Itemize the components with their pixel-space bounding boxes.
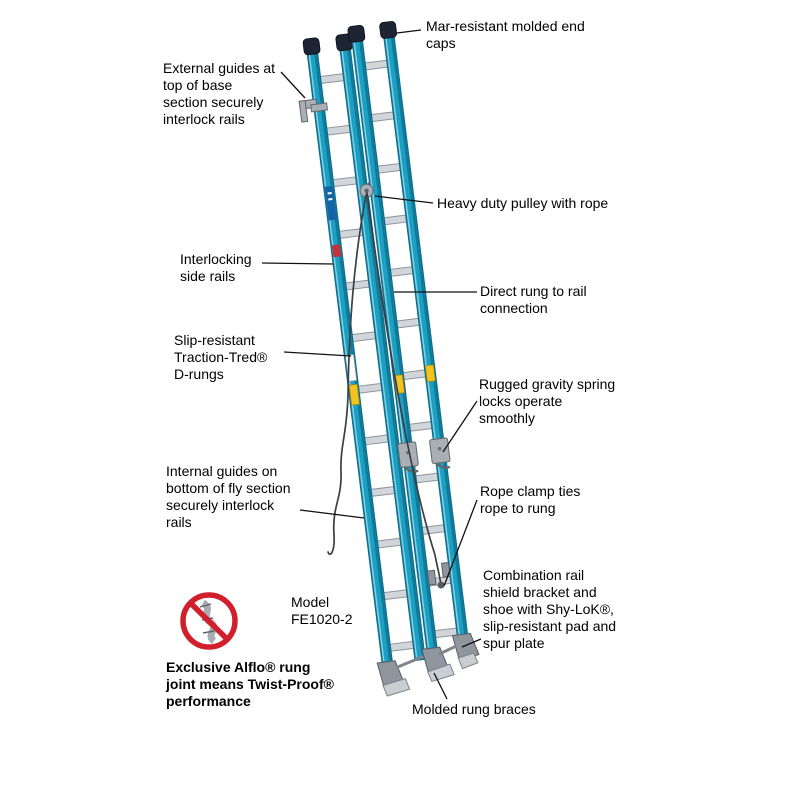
callout-internal-guides: Internal guides on bottom of fly section… bbox=[166, 463, 291, 531]
rope-loose-end bbox=[327, 194, 367, 556]
rung bbox=[361, 434, 392, 446]
end-cap bbox=[379, 21, 397, 39]
end-cap bbox=[302, 37, 321, 56]
rope-clamp bbox=[437, 581, 445, 589]
footnote-alflo: Exclusive Alflo® rung joint means Twist-… bbox=[166, 659, 334, 710]
rung bbox=[323, 124, 354, 136]
ladder-shoe bbox=[451, 632, 480, 670]
ladder-shoe bbox=[421, 646, 455, 683]
external-guide-bracket bbox=[298, 98, 328, 123]
leader-line bbox=[443, 499, 478, 587]
brand-label bbox=[324, 185, 337, 221]
leader-line bbox=[396, 29, 422, 34]
prohibition-slash bbox=[188, 601, 230, 642]
rail-shading bbox=[358, 39, 436, 647]
callout-side-rails: Interlocking side rails bbox=[180, 251, 252, 285]
rung bbox=[336, 228, 367, 239]
fly-section bbox=[347, 21, 480, 683]
base-section bbox=[298, 33, 426, 697]
warning-label-yellow bbox=[424, 364, 436, 383]
rung bbox=[367, 486, 398, 497]
rung bbox=[348, 331, 379, 342]
rail-shading bbox=[346, 46, 424, 657]
rail-shading bbox=[390, 35, 468, 644]
brand-label-text bbox=[327, 192, 332, 195]
callout-spring-locks: Rugged gravity spring locks operate smoo… bbox=[479, 376, 616, 427]
spur-plate bbox=[382, 678, 411, 697]
callout-rope-clamp: Rope clamp ties rope to rung bbox=[480, 483, 581, 517]
rung bbox=[317, 73, 348, 84]
end-cap bbox=[347, 24, 366, 43]
callout-rail-shield: Combination rail shield bracket and shoe… bbox=[483, 567, 617, 652]
brand-label-text bbox=[328, 197, 333, 201]
spur-plate bbox=[457, 652, 479, 670]
ladder-illustration bbox=[298, 21, 480, 697]
rung bbox=[355, 382, 386, 394]
leader-line bbox=[433, 672, 448, 700]
leader-line bbox=[299, 509, 365, 519]
rope bbox=[327, 192, 445, 589]
callout-rung-rail: Direct rung to rail connection bbox=[480, 283, 587, 317]
warning-label-yellow bbox=[348, 383, 360, 406]
rung bbox=[386, 640, 417, 652]
rung-brace bbox=[395, 654, 425, 670]
spur-plate bbox=[426, 663, 455, 683]
prohibition-circle bbox=[180, 592, 238, 650]
leader-line bbox=[280, 71, 306, 99]
model-number: Model FE1020-2 bbox=[291, 594, 353, 628]
callout-external-guides: External guides at top of base section s… bbox=[163, 60, 276, 128]
rail-highlight bbox=[341, 47, 418, 658]
rung bbox=[342, 279, 373, 291]
warning-label-red bbox=[331, 244, 342, 258]
leader-line bbox=[261, 262, 334, 265]
no-twist-symbol bbox=[180, 592, 238, 650]
rail-highlight bbox=[353, 40, 430, 648]
leader-lines bbox=[261, 29, 482, 700]
callout-pulley: Heavy duty pulley with rope bbox=[437, 195, 609, 211]
callout-rung-braces: Molded rung braces bbox=[412, 701, 536, 717]
callout-end-caps: Mar-resistant molded end caps bbox=[426, 18, 585, 52]
spring-locks bbox=[397, 437, 451, 473]
callout-d-rungs: Slip-resistant Traction-Tred® D-rungs bbox=[174, 332, 268, 383]
rung-brace bbox=[437, 644, 457, 656]
leader-line bbox=[374, 195, 434, 204]
rung bbox=[380, 589, 411, 601]
rail-highlight bbox=[384, 36, 461, 644]
internal-guide-clips bbox=[426, 561, 451, 586]
leader-line bbox=[461, 638, 482, 648]
leader-line bbox=[283, 351, 352, 357]
leader-line bbox=[442, 400, 478, 453]
rung bbox=[374, 537, 405, 549]
rung bbox=[329, 176, 360, 188]
